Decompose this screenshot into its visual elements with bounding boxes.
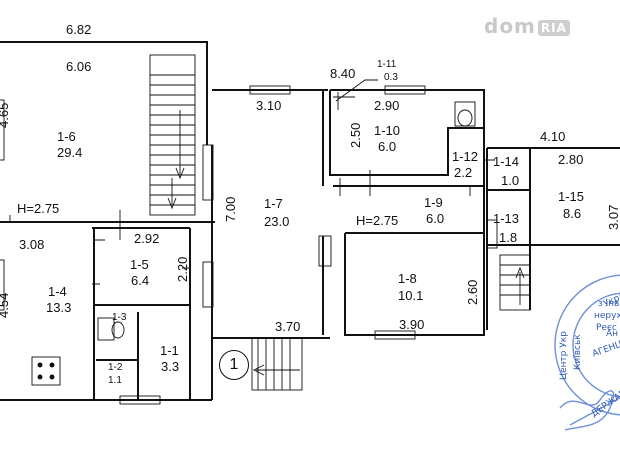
room-1-1-area: 3.3	[161, 359, 180, 374]
wc-fixture	[454, 101, 476, 127]
room-1-10-id: 1-10	[374, 123, 401, 138]
room-1-9-id: 1-9	[424, 195, 443, 210]
room-1-13-id: 1-13	[493, 211, 520, 226]
window-left-1-6	[0, 99, 5, 161]
dim-annex-outer: 4.10	[540, 129, 566, 144]
window-bottom-1-8	[374, 330, 416, 340]
room-1-1-id: 1-1	[160, 343, 179, 358]
entry-steps	[257, 338, 291, 390]
room-1-7-area: 23.0	[264, 214, 290, 229]
room-1-8-area: 10.1	[398, 288, 424, 303]
window-top-1-7	[249, 85, 291, 95]
wc-bowl	[457, 109, 473, 127]
dim-middle-outer: 8.40	[330, 66, 356, 81]
window-right-wall-1	[202, 144, 214, 201]
dim-1-7-bottom: 3.70	[275, 319, 301, 334]
room-1-12-id: 1-12	[452, 149, 479, 164]
room-1-15-area: 8.6	[563, 206, 582, 221]
stamp-line-4: Київськ	[573, 334, 583, 370]
room-1-4-id: 1-4	[48, 284, 67, 299]
dim-1-8-width: 3.90	[399, 317, 425, 332]
signature	[559, 390, 620, 431]
room-1-7-id: 1-7	[264, 196, 283, 211]
ceiling-height-2: H=2.75	[356, 213, 399, 228]
dim-1-15-height: 3.07	[606, 204, 620, 230]
dim-1-7-width: 3.10	[256, 98, 282, 113]
entry-arrow	[252, 364, 300, 376]
room-1-11-marker	[333, 92, 355, 110]
wall-1-10-box	[329, 90, 484, 176]
room-1-5-area: 6.4	[131, 273, 150, 288]
room-1-14-area: 1.0	[501, 173, 520, 188]
dim-1-4-width: 3.08	[19, 237, 45, 252]
stair-treads	[150, 74, 195, 206]
dim-marks	[9, 159, 495, 285]
stamp-line-2: Реєс	[596, 323, 617, 333]
room-1-5-id: 1-5	[130, 257, 149, 272]
watermark-left: dom	[484, 14, 536, 38]
room-1-11-pointer	[335, 79, 378, 102]
bathroom-fixture-1-3	[97, 317, 115, 341]
wall-right-annex	[486, 147, 620, 246]
ceiling-height-1: H=2.75	[17, 201, 60, 216]
wall-room-1-2	[96, 312, 139, 400]
room-1-10-area: 6.0	[378, 139, 397, 154]
dim-1-5-height: 2.20	[175, 256, 190, 282]
window-top-1-10	[384, 85, 426, 95]
stair-arrow-2	[167, 178, 177, 210]
room-1-11-id: 1-11	[377, 59, 397, 70]
annex-stair-treads	[500, 264, 530, 296]
room-1-8-id: 1-8	[398, 271, 417, 286]
entrance-marker: 1	[219, 350, 249, 380]
dim-top-inner: 6.06	[66, 59, 92, 74]
room-1-6-area: 29.4	[57, 145, 83, 160]
room-1-15-id: 1-15	[558, 189, 585, 204]
stamp-line-8: Ан	[606, 329, 619, 339]
stamp-line-0: з інв	[598, 299, 620, 309]
stamp-outer-ring	[554, 274, 620, 416]
dim-top-outer: 6.82	[66, 22, 92, 37]
watermark-right: RIA	[537, 19, 570, 36]
room-1-13-area: 1.8	[499, 230, 518, 245]
dim-1-10-height: 2.50	[348, 122, 363, 148]
room-1-2-area: 1.1	[108, 375, 122, 386]
stamp-line-6: Центр Укр	[559, 331, 569, 380]
room-1-3-id: 1-3	[112, 312, 127, 323]
wall-1-13-lower	[486, 245, 531, 330]
room-1-12-area: 2.2	[454, 165, 473, 180]
window-bottom-1-5	[119, 395, 161, 405]
annex-stair-arrow	[515, 266, 525, 305]
dim-1-8-height: 2.60	[465, 279, 480, 305]
room-1-6-id: 1-6	[57, 129, 76, 144]
window-left-1-4	[0, 259, 5, 311]
room-1-11-area: 0.3	[384, 72, 398, 83]
window-right-wall-2	[202, 261, 214, 308]
dim-1-5-width: 2.92	[134, 231, 160, 246]
dim-left-1-4: 4.54	[0, 292, 11, 318]
wall-1-8	[344, 148, 485, 336]
room-1-14-id: 1-14	[493, 154, 520, 169]
door-1-13	[486, 219, 498, 249]
annex-stairs	[499, 254, 531, 311]
wall-outline-left	[0, 41, 208, 145]
dim-left-1-6: 4.65	[0, 102, 11, 128]
room-1-4-area: 13.3	[46, 300, 72, 315]
stair-arrow	[175, 110, 185, 180]
dim-1-15-width: 2.80	[558, 152, 584, 167]
stamp-inner-ring	[572, 292, 620, 398]
dim-1-7-height: 7.00	[223, 196, 238, 222]
stamp-line-1: нерух	[594, 311, 620, 321]
door-1-7-1-8	[318, 235, 332, 267]
room-1-9-area: 6.0	[426, 211, 445, 226]
dim-1-10-width: 2.90	[374, 98, 400, 113]
room-1-2-id: 1-2	[108, 362, 123, 373]
sink-fixture	[31, 356, 61, 386]
entry-porch	[251, 337, 303, 391]
